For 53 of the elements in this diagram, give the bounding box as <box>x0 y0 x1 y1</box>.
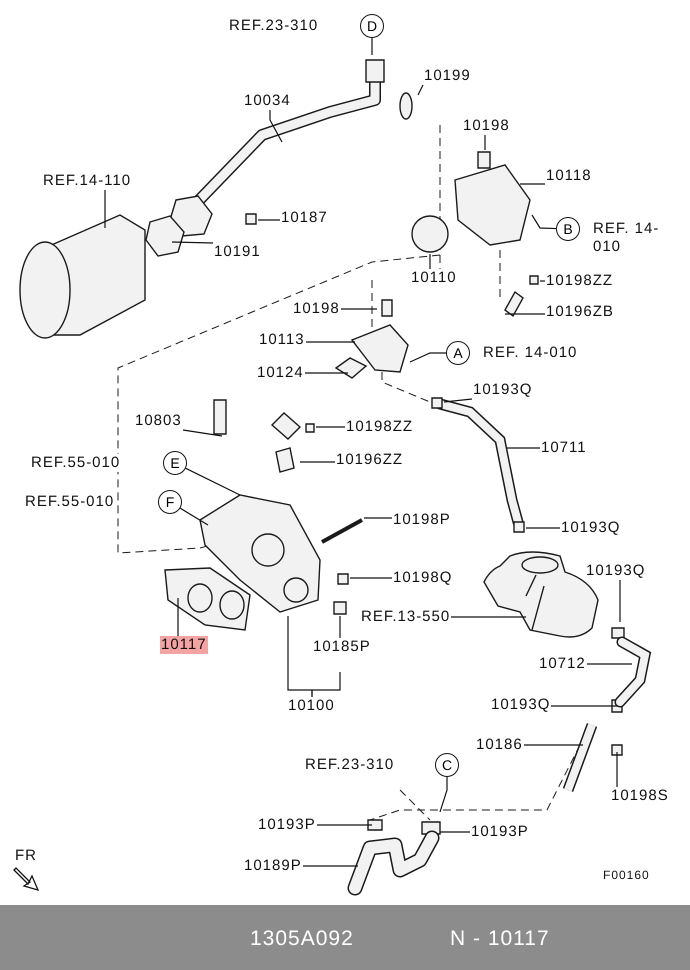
leader-line <box>444 398 472 403</box>
leader-line <box>531 214 556 230</box>
leader-line <box>303 865 358 867</box>
reference-label: REF.55-010 <box>30 454 122 472</box>
leader-line <box>350 577 392 579</box>
leader-line <box>484 135 486 150</box>
leader-line <box>587 663 632 665</box>
leader-line <box>439 777 448 812</box>
leader-line <box>305 372 348 374</box>
reference-circle: A <box>446 341 470 365</box>
reference-circle: E <box>163 451 187 475</box>
leader-line <box>172 241 214 244</box>
leader-line <box>339 616 341 638</box>
callout-number: 10193Q <box>472 381 534 399</box>
leader-line <box>258 219 280 221</box>
leader-line <box>180 508 208 526</box>
reference-circle: F <box>158 490 182 514</box>
leader-line <box>429 254 431 269</box>
leader-line <box>186 468 240 496</box>
leader-line <box>451 616 526 618</box>
leader-line <box>311 672 341 697</box>
leader-line <box>551 705 617 707</box>
callout-number: 10117 <box>160 636 208 654</box>
leader-line <box>505 313 545 315</box>
leader-line <box>300 461 335 463</box>
callout-number: 10193Q <box>585 562 646 580</box>
reference-circle: C <box>435 753 459 777</box>
reference-circle: D <box>360 14 384 38</box>
callout-number: 10198Q <box>392 569 454 587</box>
leader-line <box>526 527 560 529</box>
leader-line <box>182 429 222 437</box>
leader-line <box>269 110 283 142</box>
leader-line <box>440 831 470 833</box>
callout-number: 10193Q <box>560 519 622 537</box>
leader-line <box>317 824 372 826</box>
callout-number: 10193Q <box>490 696 552 714</box>
leader-line <box>524 744 583 746</box>
leader-line <box>410 352 446 363</box>
leader-line <box>364 517 392 519</box>
leader-line <box>341 308 377 310</box>
leader-line <box>417 84 424 96</box>
leader-line <box>177 598 179 636</box>
reference-circle: B <box>556 217 580 241</box>
part-number: 1305A092 <box>250 927 354 951</box>
leader-line <box>616 752 618 787</box>
leader-line <box>306 341 355 343</box>
leader-line <box>520 183 545 185</box>
leader-line <box>104 190 106 228</box>
part-reference: N - 10117 <box>450 927 550 951</box>
leader-line <box>316 426 345 428</box>
leader-line <box>371 38 373 55</box>
leader-line <box>507 447 540 449</box>
leader-line <box>619 580 621 622</box>
